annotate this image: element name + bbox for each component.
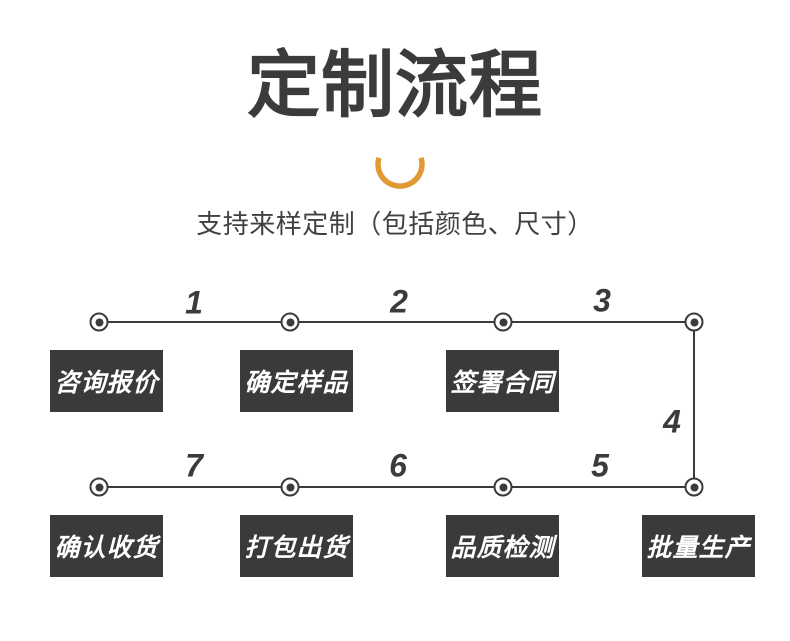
- step-box-pack-ship: 打包出货: [240, 515, 353, 577]
- segment-number-3: 3: [593, 282, 611, 319]
- flow-line-right: [693, 322, 695, 488]
- page-title: 定制流程: [247, 45, 543, 126]
- flow-node-dot: [95, 483, 103, 491]
- flow-node: [280, 477, 300, 497]
- segment-number-4: 4: [663, 403, 681, 440]
- flow-node: [89, 312, 109, 332]
- step-box-consult-quote: 咨询报价: [50, 350, 163, 412]
- segment-number-1: 1: [185, 284, 203, 321]
- arc-decoration-icon: [369, 152, 431, 192]
- flow-node-dot: [286, 483, 294, 491]
- segment-number-7: 7: [185, 447, 203, 484]
- flow-line-bottom: [99, 486, 694, 488]
- segment-number-6: 6: [389, 447, 407, 484]
- flow-node: [493, 477, 513, 497]
- step-box-mass-production: 批量生产: [642, 515, 755, 577]
- flow-node-dot: [95, 318, 103, 326]
- flow-node-dot: [499, 483, 507, 491]
- step-box-sign-contract: 签署合同: [446, 350, 559, 412]
- step-box-quality-inspection: 品质检测: [446, 515, 559, 577]
- flow-node-dot: [499, 318, 507, 326]
- segment-number-5: 5: [591, 447, 609, 484]
- flow-node-dot: [286, 318, 294, 326]
- flow-line-top: [99, 321, 694, 323]
- flow-node: [493, 312, 513, 332]
- flow-node: [280, 312, 300, 332]
- flow-node: [684, 477, 704, 497]
- segment-number-2: 2: [390, 283, 408, 320]
- flow-node-dot: [690, 483, 698, 491]
- page-subtitle: 支持来样定制（包括颜色、尺寸）: [196, 209, 594, 239]
- step-box-confirm-sample: 确定样品: [240, 350, 353, 412]
- step-box-confirm-receipt: 确认收货: [50, 515, 163, 577]
- flow-node: [684, 312, 704, 332]
- flow-node: [89, 477, 109, 497]
- flow-node-dot: [690, 318, 698, 326]
